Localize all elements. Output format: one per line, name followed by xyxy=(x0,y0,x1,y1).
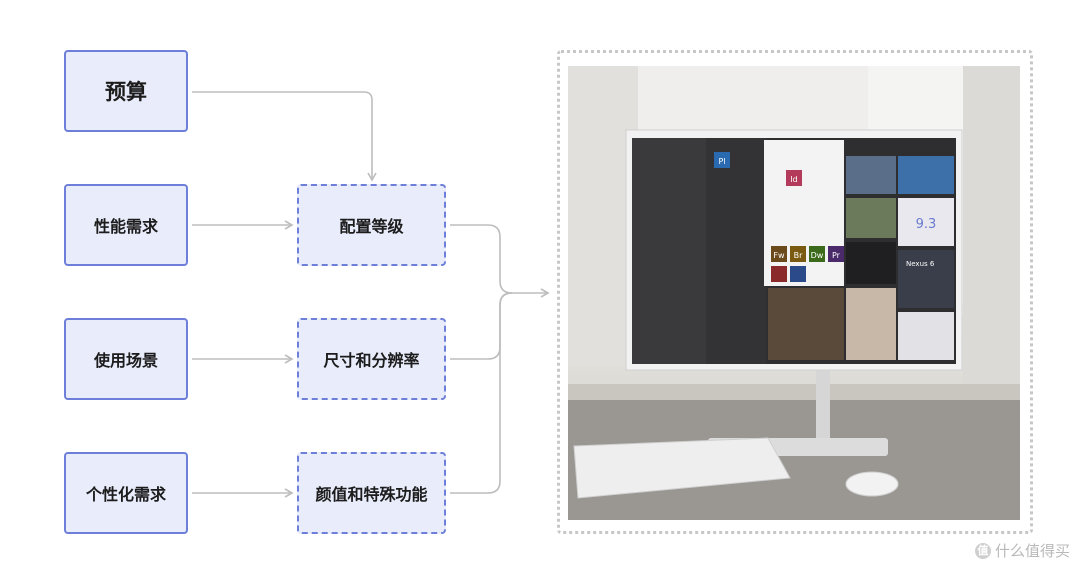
monitor-illustration: Fw Br Dw Pr Id Pl 9.3 Nexus 6 xyxy=(568,66,1020,520)
node-custom: 个性化需求 xyxy=(64,452,188,534)
node-config-level-label: 配置等级 xyxy=(339,213,403,237)
monitor-photo: Fw Br Dw Pr Id Pl 9.3 Nexus 6 xyxy=(568,66,1020,520)
watermark: 值 什么值得买 xyxy=(975,540,1070,561)
node-budget: 预算 xyxy=(64,50,188,132)
app-label-pr: Pr xyxy=(832,251,841,260)
node-performance: 性能需求 xyxy=(64,184,188,266)
connector-budget-to-config xyxy=(192,92,372,180)
node-scenario-label: 使用场景 xyxy=(94,347,158,371)
connector-merge-top xyxy=(450,225,548,293)
node-looks-features-label: 颜值和特殊功能 xyxy=(315,481,427,505)
node-config-level: 配置等级 xyxy=(297,184,446,266)
node-size-resolution: 尺寸和分辨率 xyxy=(297,318,446,400)
connector-merge-mid xyxy=(450,293,512,359)
node-looks-features: 颜值和特殊功能 xyxy=(297,452,446,534)
app-label-pl: Pl xyxy=(718,157,725,166)
node-custom-label: 个性化需求 xyxy=(86,481,166,505)
phone-label: Nexus 6 xyxy=(906,260,935,268)
node-budget-label: 预算 xyxy=(105,76,147,106)
node-performance-label: 性能需求 xyxy=(94,213,158,237)
app-label-dw: Dw xyxy=(811,251,824,260)
app-label-fw: Fw xyxy=(773,251,785,260)
watermark-icon: 值 xyxy=(975,543,991,559)
app-label-br: Br xyxy=(794,251,803,260)
node-size-resolution-label: 尺寸和分辨率 xyxy=(323,347,419,371)
connector-merge-bottom xyxy=(450,293,512,493)
watermark-text: 什么值得买 xyxy=(995,540,1070,561)
app-label-id: Id xyxy=(790,175,797,184)
ios-number: 9.3 xyxy=(916,217,937,232)
node-scenario: 使用场景 xyxy=(64,318,188,400)
